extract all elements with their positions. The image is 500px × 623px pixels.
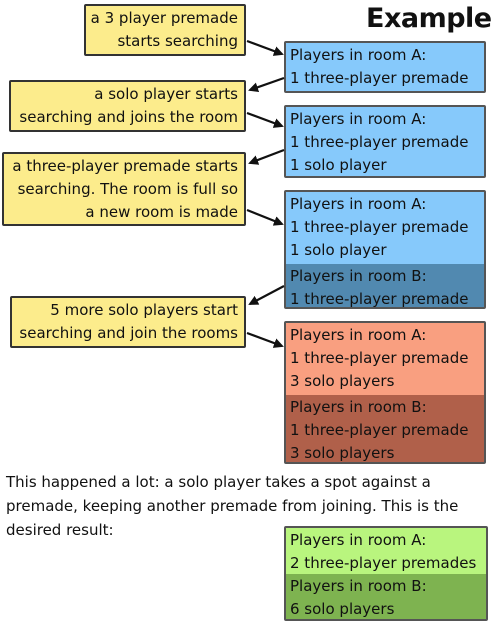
room-line: 6 solo players	[290, 600, 395, 618]
room-line: 1 solo player	[290, 241, 387, 259]
arrow-state-1-to-note-2	[248, 76, 285, 93]
note-line: searching and joins the room	[19, 108, 238, 126]
diagram-title: Example B	[366, 3, 500, 34]
room-state-2-room-a: Players in room A: 1 three-player premad…	[284, 105, 486, 178]
arrow-state-3-to-note-4	[248, 285, 285, 305]
room-line: 1 three-player premade	[290, 133, 469, 151]
event-note-3: a three-player premade starts searching.…	[2, 152, 246, 226]
room-line: 1 solo player	[290, 156, 387, 174]
desired-result-room-b: Players in room B: 6 solo players	[286, 574, 486, 619]
note-line: starts searching	[117, 32, 238, 50]
room-line: Players in room B:	[290, 577, 427, 595]
event-note-2: a solo player starts searching and joins…	[9, 80, 246, 132]
room-state-3-room-b: Players in room B: 1 three-player premad…	[286, 264, 484, 308]
note-line: searching. The room is full so	[17, 180, 238, 198]
room-state-4-room-b: Players in room B: 1 three-player premad…	[286, 395, 484, 462]
room-state-3-room-a: Players in room A: 1 three-player premad…	[286, 192, 484, 264]
room-line: 1 three-player premade	[290, 69, 469, 87]
arrow-note-2-to-state-2	[246, 111, 284, 128]
room-line: 1 three-player premade	[290, 290, 469, 308]
room-state-4-room-a: Players in room A: 1 three-player premad…	[286, 323, 484, 395]
conclusion-text: This happened a lot: a solo player takes…	[6, 470, 494, 542]
event-note-1: a 3 player premade starts searching	[84, 4, 246, 56]
arrow-note-1-to-state-1	[246, 39, 284, 56]
conclusion-line: This happened a lot: a solo player takes…	[6, 473, 431, 491]
event-note-4: 5 more solo players start searching and …	[10, 296, 246, 348]
room-line: Players in room A:	[290, 46, 427, 64]
room-line: 1 three-player premade	[290, 421, 469, 439]
room-line: 1 three-player premade	[290, 218, 469, 236]
note-line: a new room is made	[85, 203, 238, 221]
arrow-state-2-to-note-3	[248, 148, 285, 165]
desired-result-room-a: Players in room A: 2 three-player premad…	[286, 528, 486, 574]
note-line: 5 more solo players start	[50, 301, 238, 319]
room-state-1-room-a: Players in room A: 1 three-player premad…	[284, 41, 486, 93]
note-line: searching and join the rooms	[19, 324, 238, 342]
note-line: a solo player starts	[94, 85, 238, 103]
conclusion-line: premade, keeping another premade from jo…	[6, 497, 459, 515]
room-state-4: Players in room A: 1 three-player premad…	[284, 321, 486, 464]
room-line: Players in room A:	[290, 195, 427, 213]
room-line: Players in room A:	[290, 531, 427, 549]
room-line: 1 three-player premade	[290, 349, 469, 367]
room-line: 3 solo players	[290, 444, 395, 462]
room-line: Players in room A:	[290, 110, 427, 128]
room-line: Players in room B:	[290, 267, 427, 285]
note-line: a three-player premade starts	[12, 157, 238, 175]
conclusion-line: desired result:	[6, 521, 114, 539]
room-line: 2 three-player premades	[290, 554, 477, 572]
room-line: Players in room B:	[290, 398, 427, 416]
arrow-note-3-to-state-3	[246, 208, 284, 226]
note-line: a 3 player premade	[90, 9, 238, 27]
desired-result: Players in room A: 2 three-player premad…	[284, 526, 488, 621]
room-state-3: Players in room A: 1 three-player premad…	[284, 190, 486, 309]
arrow-note-4-to-state-4	[246, 331, 284, 348]
room-line: Players in room A:	[290, 326, 427, 344]
room-line: 3 solo players	[290, 372, 395, 390]
